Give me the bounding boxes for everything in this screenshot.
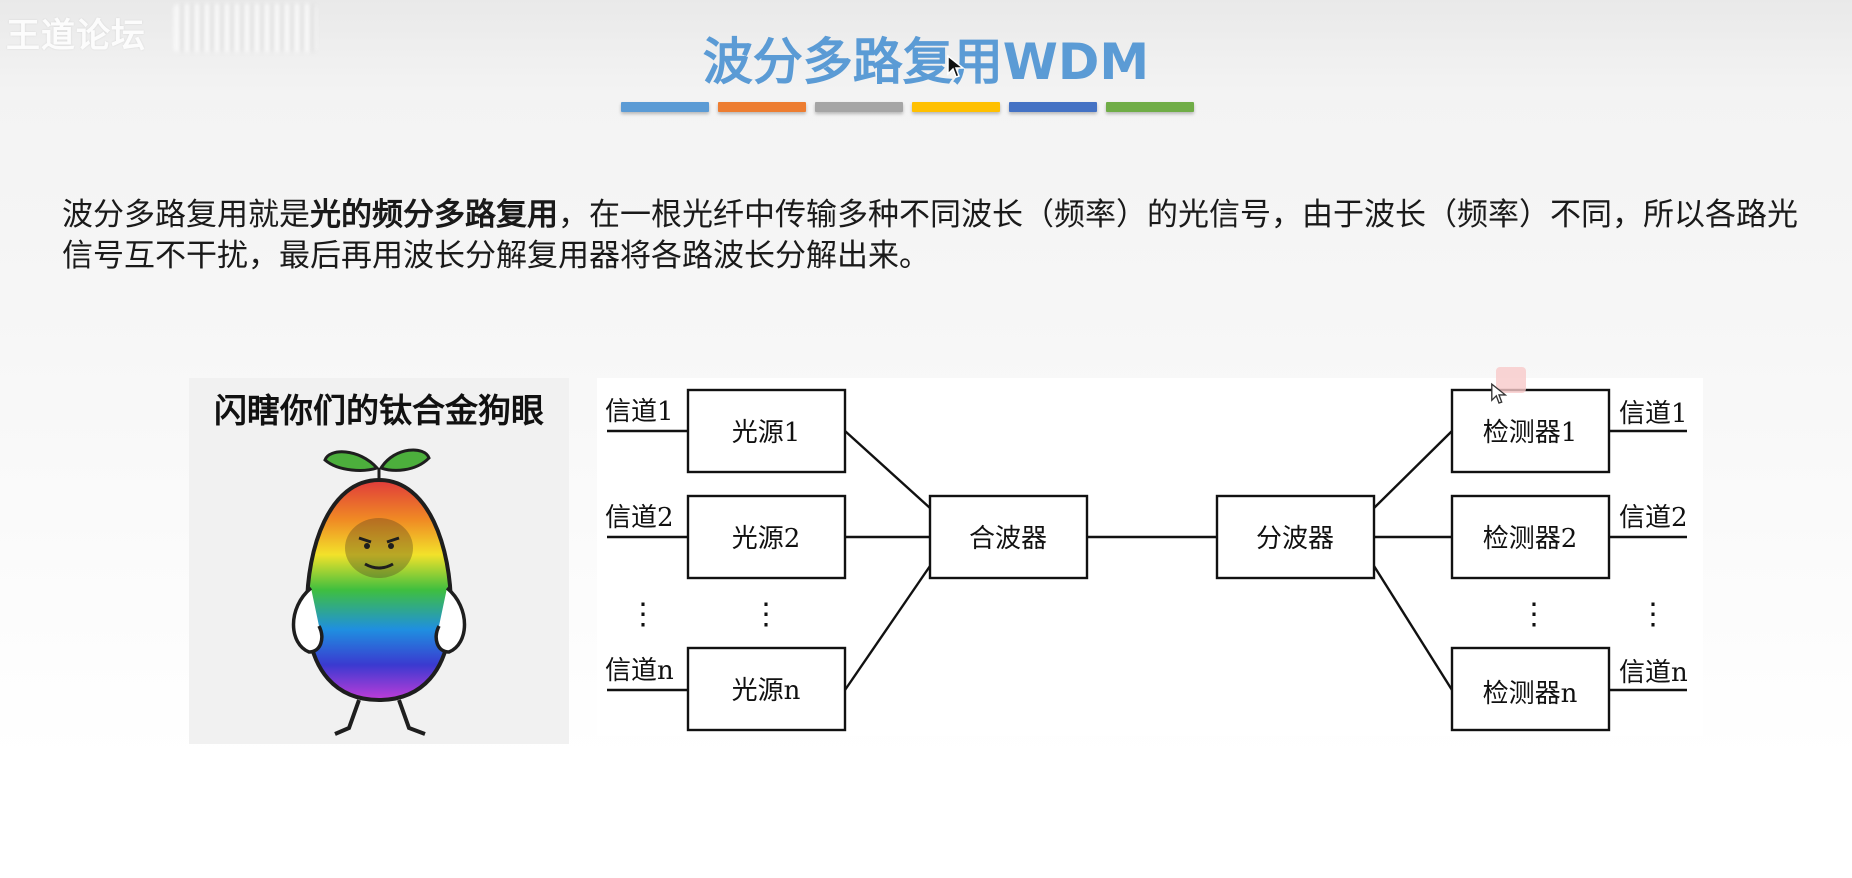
- description-paragraph: 波分多路复用就是光的频分多路复用，在一根光纤中传输多种不同波长（频率）的光信号，…: [62, 195, 1822, 277]
- ellipsis-mark: ⋮: [1638, 597, 1668, 632]
- right-channel-label: 信道n: [1619, 658, 1688, 688]
- rainbow-bean-illustration: [291, 448, 467, 736]
- meme-image: 闪瞎你们的钛合金狗眼: [189, 378, 569, 744]
- title-bar-segment: [815, 102, 903, 112]
- detector-label: 检测器2: [1483, 524, 1578, 554]
- title-bar-segment: [1106, 102, 1194, 112]
- title-color-bar: [621, 102, 1194, 112]
- left-channel-label: 信道n: [605, 656, 674, 686]
- right-channel-label: 信道2: [1619, 503, 1688, 533]
- watermark-logo: 王道论坛: [6, 16, 146, 56]
- page-title: 波分多路复用WDM: [702, 33, 1150, 91]
- demultiplexer-label: 分波器: [1256, 524, 1334, 554]
- detector-label: 检测器1: [1483, 418, 1578, 448]
- ellipsis-mark: ⋮: [628, 597, 658, 632]
- right-channel-label: 信道1: [1619, 399, 1688, 429]
- ellipsis-mark: ⋮: [751, 597, 781, 632]
- source-link: [844, 565, 931, 691]
- paragraph-bold-text: 光的频分多路复用: [310, 197, 558, 233]
- detector-label: 检测器n: [1483, 679, 1578, 709]
- title-bar-segment: [912, 102, 1000, 112]
- detector-link: [1372, 565, 1454, 691]
- left-channel-label: 信道1: [605, 397, 674, 427]
- title-bar-segment: [1009, 102, 1097, 112]
- detector-link: [1373, 430, 1453, 509]
- title-bar-segment: [621, 102, 709, 112]
- title-bar-segment: [718, 102, 806, 112]
- wdm-diagram: 信道1 信道2 信道n 光源1 光源2 光源n 合波器 分波器 检测器1 检测器…: [597, 378, 1703, 736]
- multiplexer-label: 合波器: [969, 524, 1047, 554]
- source-link: [844, 430, 931, 509]
- mouse-cursor-icon: [947, 54, 966, 78]
- source-label: 光源2: [732, 524, 801, 554]
- record-badge-icon: [1496, 367, 1526, 393]
- ellipsis-mark: ⋮: [1519, 597, 1549, 632]
- left-channel-label: 信道2: [605, 503, 674, 533]
- mouse-cursor-icon: [1491, 382, 1508, 404]
- watermark-smudge: [174, 4, 316, 52]
- meme-caption: 闪瞎你们的钛合金狗眼: [214, 391, 544, 430]
- paragraph-text: ，在一根光纤中传输多种不同波长（频率）的光信号，由于波长（频率）不同，所以各路光…: [62, 197, 1798, 274]
- source-label: 光源n: [732, 676, 801, 706]
- wdm-diagram-svg: 信道1 信道2 信道n 光源1 光源2 光源n 合波器 分波器 检测器1 检测器…: [605, 388, 1688, 732]
- source-label: 光源1: [732, 418, 801, 448]
- paragraph-text: 波分多路复用就是: [62, 197, 310, 233]
